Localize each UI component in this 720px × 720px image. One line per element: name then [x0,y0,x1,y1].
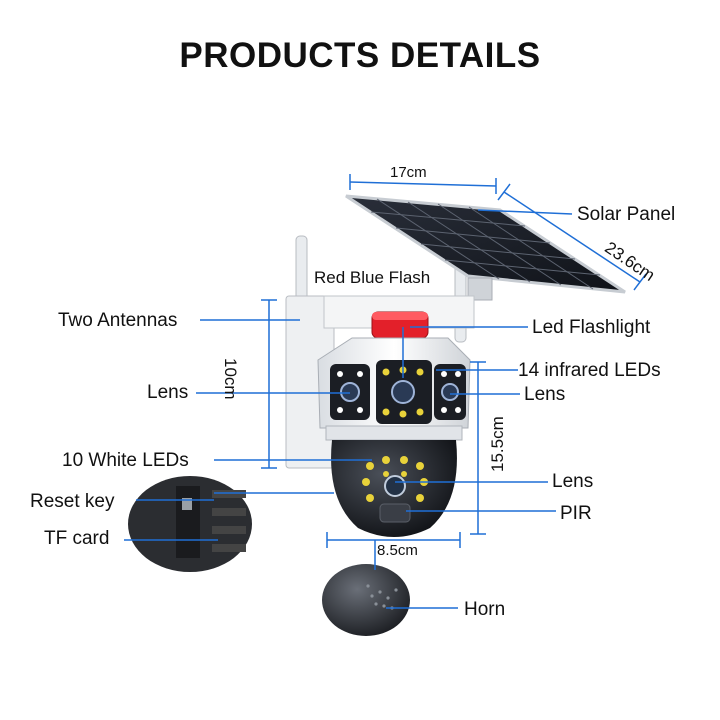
label-pir: PIR [560,503,592,524]
dim-panel-width: 17cm [390,164,427,181]
dim-dome-width: 8.5cm [377,542,418,559]
solar-panel [345,194,626,301]
leader-lines [124,209,573,609]
dimension-lines [261,174,647,570]
label-horn: Horn [464,599,506,620]
label-reset-key: Reset key [30,491,115,512]
label-10-white-leds: 10 White LEDs [62,450,189,471]
page-title: PRODUCTS DETAILS [179,36,541,75]
horn-speaker [322,564,410,636]
label-led-flashlight: Led Flashlight [532,317,651,338]
label-solar-panel: Solar Panel [577,204,676,225]
label-lens-left: Lens [147,382,189,403]
label-lens-right-bottom: Lens [552,471,594,492]
red-blue-flash-light [371,311,429,339]
label-two-antennas: Two Antennas [58,310,178,331]
label-tf-card: TF card [44,528,110,549]
dim-body-height: 10cm [221,358,240,400]
label-14-infrared-leds: 14 infrared LEDs [518,360,661,381]
camera-dome [325,425,463,537]
label-red-blue-flash: Red Blue Flash [314,268,431,287]
reset-tf-zoom [128,476,252,572]
label-lens-right-top: Lens [524,384,566,405]
dim-total-height: 15.5cm [488,416,507,472]
camera-upper-body [317,337,471,429]
